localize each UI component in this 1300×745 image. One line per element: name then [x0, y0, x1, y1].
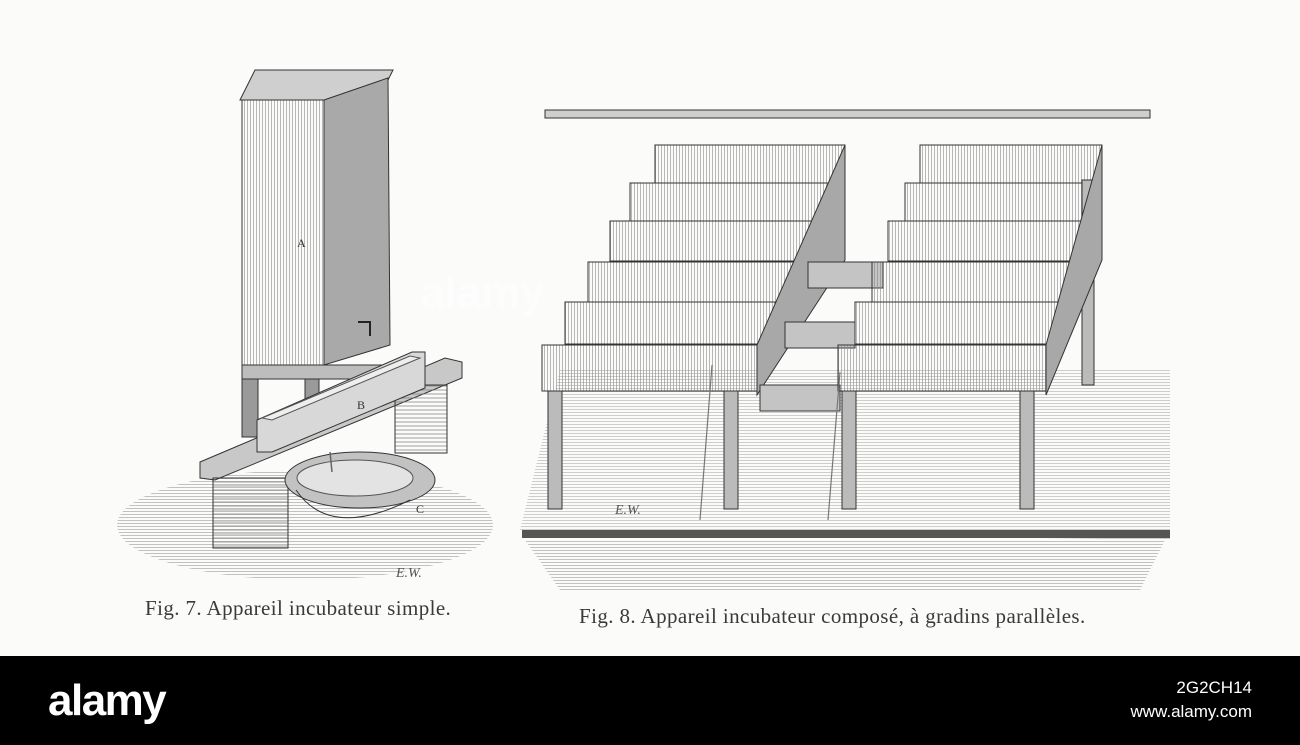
- engraving-plate: A B C E.W. E.W. alamy Fig. 7. Appareil i…: [117, 69, 1170, 628]
- channel: [522, 530, 1170, 538]
- fig8-drawing: [520, 109, 1170, 590]
- image-id: 2G2CH14: [1176, 678, 1252, 697]
- watermark-bar: alamy 2G2CH14 www.alamy.com: [0, 656, 1300, 745]
- fig7-drawing: [117, 69, 493, 580]
- label-a: A: [297, 236, 306, 250]
- fig7-signature: E.W.: [396, 566, 422, 581]
- image-id-block: 2G2CH14 www.alamy.com: [1130, 676, 1252, 724]
- tap: [358, 321, 371, 336]
- trough: [256, 351, 426, 453]
- engraving-illustration: [117, 69, 1170, 590]
- cabinet-front: [241, 99, 325, 366]
- label-b: B: [357, 398, 366, 412]
- brand-logo: alamy: [48, 676, 167, 725]
- supply-pipe: [544, 109, 1151, 119]
- site-url: www.alamy.com: [1130, 702, 1252, 721]
- fig7-caption: Fig. 7. Appareil incubateur simple.: [145, 596, 452, 620]
- right-tier-stack: [837, 144, 1103, 510]
- fig8-caption: Fig. 8. Appareil incubateur composé, à g…: [579, 604, 1086, 628]
- left-tier-stack: [541, 144, 846, 510]
- cabinet-side: [323, 77, 391, 366]
- watermark-text: alamy: [420, 268, 545, 317]
- label-c: C: [416, 502, 425, 516]
- fig8-signature: E.W.: [615, 503, 641, 518]
